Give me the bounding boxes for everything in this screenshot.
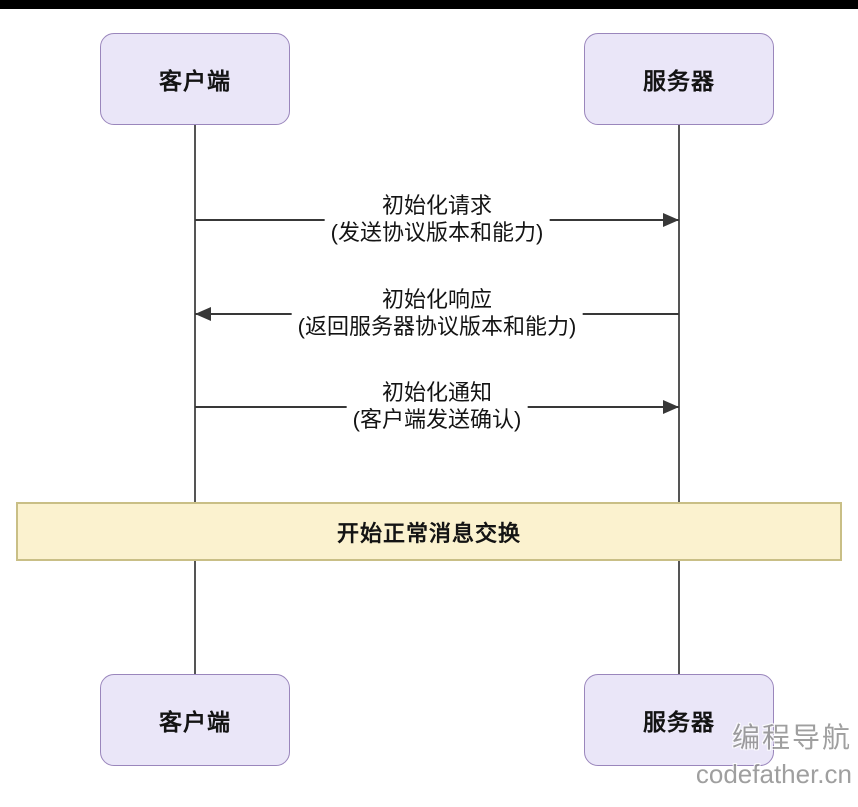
actor-label-client-bottom: 客户端 [159, 709, 231, 735]
actor-label-client-top: 客户端 [159, 68, 231, 94]
note-banner-label: 开始正常消息交换 [336, 520, 521, 546]
message-2-title: 初始化响应 [381, 287, 492, 312]
actor-box-server-bottom: 服务器 [584, 674, 774, 766]
arrowhead-right-icon [663, 400, 679, 414]
actor-box-client-bottom: 客户端 [100, 674, 290, 766]
message-label-3: 初始化通知 (客户端发送确认) [346, 379, 528, 433]
actor-label-server-top: 服务器 [643, 68, 715, 94]
lifeline-server [678, 125, 680, 674]
message-3-subtitle: (客户端发送确认) [352, 407, 522, 432]
watermark-url-text: codefather.cn [695, 759, 852, 789]
arrowhead-left-icon [195, 307, 211, 321]
top-black-bar [0, 0, 858, 9]
lifeline-client [194, 125, 196, 674]
message-1-subtitle: (发送协议版本和能力) [330, 220, 544, 245]
message-label-1: 初始化请求 (发送协议版本和能力) [324, 192, 550, 246]
message-2-subtitle: (返回服务器协议版本和能力) [297, 314, 577, 339]
message-3-title: 初始化通知 [381, 380, 492, 405]
note-banner: 开始正常消息交换 [16, 502, 842, 561]
actor-box-client-top: 客户端 [100, 33, 290, 125]
watermark-brand-text: 编程导航 [731, 722, 852, 753]
actor-label-server-bottom: 服务器 [643, 709, 715, 735]
message-1-title: 初始化请求 [381, 193, 492, 218]
message-label-2: 初始化响应 (返回服务器协议版本和能力) [291, 286, 583, 340]
arrowhead-right-icon [663, 213, 679, 227]
watermark: 编程导航 codefather.cn [696, 719, 852, 793]
actor-box-server-top: 服务器 [584, 33, 774, 125]
